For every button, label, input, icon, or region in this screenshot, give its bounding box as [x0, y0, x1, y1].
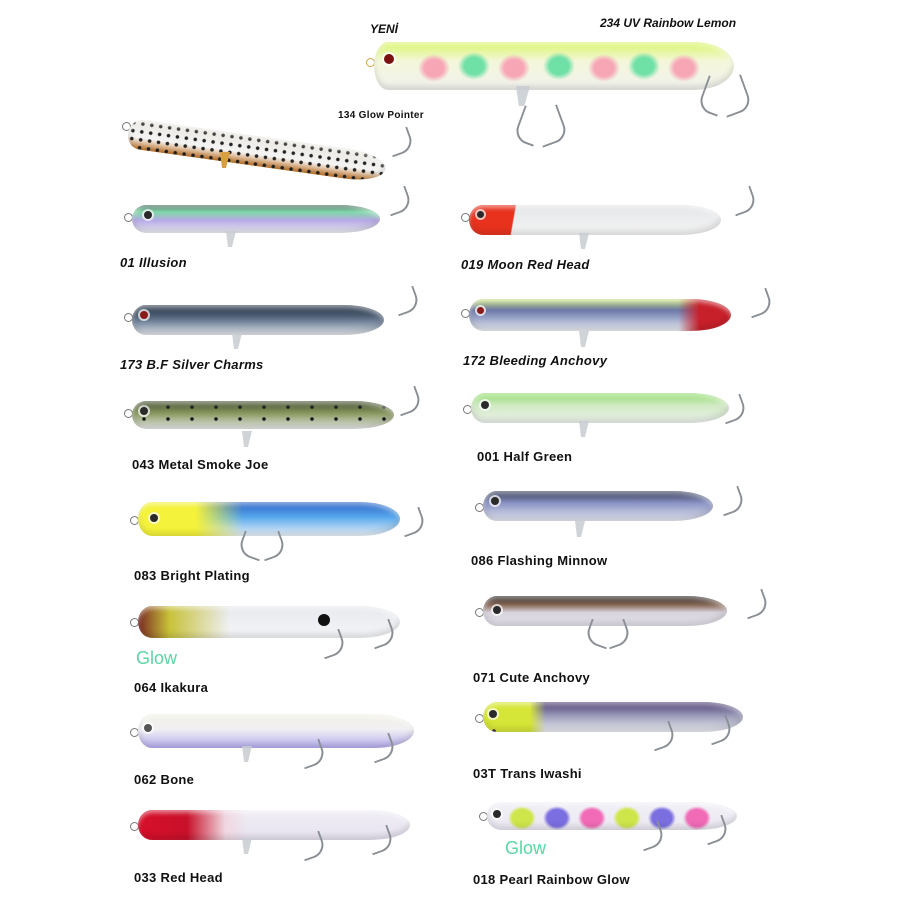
- lure-image: [463, 391, 783, 441]
- lure-image: [124, 385, 444, 449]
- lure-label: 043 Metal Smoke Joe: [132, 457, 269, 472]
- lure-image: [479, 802, 779, 862]
- lure-image: [130, 714, 430, 774]
- featured-lure-image: [366, 38, 754, 178]
- lure-card-043: 043 Metal Smoke Joe: [120, 385, 450, 475]
- lure-card-071: 071 Cute Anchovy: [455, 588, 795, 692]
- lure-label: 064 Ikakura: [134, 680, 209, 695]
- lure-card-001: 001 Half Green: [455, 385, 795, 475]
- lure-card-086: 086 Flashing Minnow: [455, 485, 795, 575]
- lure-label: 018 Pearl Rainbow Glow: [473, 872, 630, 887]
- lure-label: 071 Cute Anchovy: [473, 670, 591, 685]
- featured-lure-label: 234 UV Rainbow Lemon: [600, 16, 737, 30]
- lure-image: [130, 810, 430, 870]
- lure-image: [461, 185, 781, 253]
- lure-card-03T: 03T Trans Iwashi: [455, 700, 795, 790]
- glow-note: Glow: [136, 648, 178, 668]
- lure-label: 03T Trans Iwashi: [473, 766, 582, 781]
- lure-label: 001 Half Green: [477, 449, 573, 464]
- lure-card-083: 083 Bright Plating: [120, 490, 450, 590]
- lure-image: [130, 604, 430, 664]
- featured-lure-card: YENİ 234 UV Rainbow Lemon: [360, 14, 760, 174]
- lure-label: 134 Glow Pointer: [338, 110, 424, 121]
- lure-card-064: Glow 064 Ikakura: [120, 598, 450, 698]
- lure-label: 033 Red Head: [134, 870, 223, 885]
- lure-image: [124, 285, 444, 353]
- lure-card-018: Glow 018 Pearl Rainbow Glow: [455, 800, 795, 896]
- lure-image: [475, 702, 785, 762]
- lure-label: 173 B.F Silver Charms: [120, 357, 264, 372]
- lure-image: [475, 588, 785, 656]
- lure-image: [475, 485, 785, 541]
- lure-card-062: 062 Bone: [120, 710, 450, 790]
- lure-image: [130, 500, 450, 562]
- lure-label: 083 Bright Plating: [134, 568, 250, 583]
- lure-label: 062 Bone: [134, 772, 195, 787]
- lure-image: [124, 185, 434, 253]
- lure-image: [461, 287, 781, 349]
- new-badge: YENİ: [370, 22, 399, 36]
- lure-label: 086 Flashing Minnow: [471, 553, 608, 568]
- lure-card-019: 019 Moon Red Head: [455, 185, 795, 275]
- lure-label: 172 Bleeding Anchovy: [463, 353, 608, 368]
- lure-card-01: 01 Illusion: [120, 185, 440, 275]
- lure-image: [120, 116, 420, 185]
- lure-label: 019 Moon Red Head: [461, 257, 590, 272]
- lure-card-033: 033 Red Head: [120, 806, 450, 896]
- glow-note: Glow: [505, 838, 547, 858]
- lure-card-173: 173 B.F Silver Charms: [120, 285, 450, 375]
- lure-card-134: 134 Glow Pointer: [120, 100, 450, 185]
- lure-label: 01 Illusion: [120, 255, 187, 270]
- lure-card-172: 172 Bleeding Anchovy: [455, 285, 795, 375]
